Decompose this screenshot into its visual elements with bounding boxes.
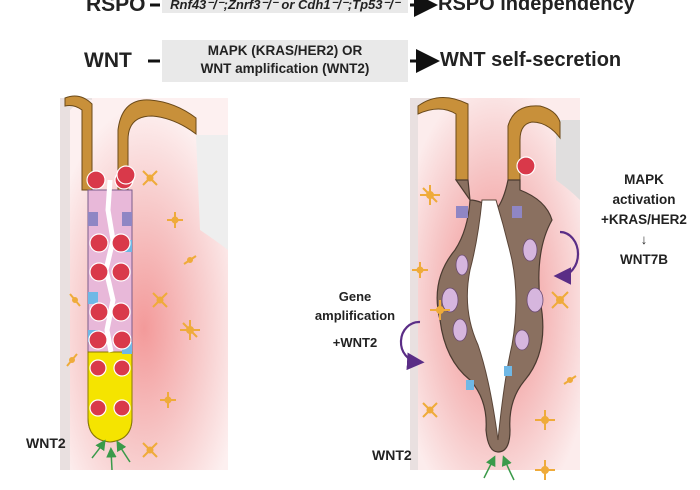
mapk-line3: +KRAS/HER2 — [601, 212, 687, 227]
mapk-activation-label: MAPK activation +KRAS/HER2 ↓ WNT7B — [588, 170, 700, 270]
right-wnt2-label: WNT2 — [372, 447, 412, 463]
wnt-condition-box: MAPK (KRAS/HER2) OR WNT amplification (W… — [162, 40, 408, 82]
tumor-crypt-panel — [399, 97, 580, 481]
wnt-label: WNT — [84, 49, 132, 72]
tumor-ta-cell — [466, 380, 474, 390]
gene-amplification-label: Gene amplification +WNT2 — [300, 287, 410, 352]
left-villus-epithelium — [64, 95, 93, 191]
left-wnt2-label: WNT2 — [26, 435, 66, 451]
rspo-outcome: RSPO independency — [438, 0, 635, 15]
tumor-paneth-cell — [516, 156, 536, 176]
paneth-cells — [86, 165, 136, 417]
mapk-loop-arrow — [553, 230, 580, 285]
tumor-right-villus — [507, 105, 561, 181]
mapk-line4: ↓ — [640, 232, 648, 247]
gene-amp-line1: Gene — [338, 289, 372, 304]
tumor-lumen — [466, 199, 517, 441]
tumor-ta-cell — [504, 366, 512, 376]
normal-crypt-panel — [60, 95, 228, 471]
tumor-goblet — [512, 206, 522, 218]
wnt2-arrows-left — [91, 439, 131, 471]
rspo-label: RSPO — [86, 0, 146, 16]
goblet-cell — [122, 212, 132, 226]
gene-amp-line3: +WNT2 — [332, 335, 378, 350]
fibroblasts — [66, 170, 200, 458]
wnt2-arrows-right — [483, 455, 515, 481]
rspo-condition-box: Rnf43⁻/⁻;Znrf3⁻/⁻ or Cdh1⁻/⁻;Tp53⁻/⁻ — [162, 0, 408, 13]
amplification-loop-arrow — [399, 320, 425, 371]
tumor-fibroblasts — [412, 185, 577, 480]
tumor-left-edge — [410, 98, 442, 470]
wnt-condition-line2: WNT amplification (WNT2) — [200, 61, 370, 76]
mapk-line2: activation — [612, 192, 676, 207]
tumor-lilac-cells — [441, 238, 544, 351]
gene-amp-line2: amplification — [314, 308, 396, 323]
header-arrows — [148, 0, 440, 73]
wnt-condition-line1: MAPK (KRAS/HER2) OR — [207, 43, 363, 58]
wnt-outcome: WNT self-secretion — [440, 49, 622, 71]
rspo-condition-text: Rnf43⁻/⁻;Znrf3⁻/⁻ or Cdh1⁻/⁻;Tp53⁻/⁻ — [170, 0, 400, 12]
right-lumen-edge — [196, 135, 228, 250]
ta-cell — [88, 292, 98, 304]
tumor-goblet — [456, 206, 468, 218]
left-lumen-edge — [60, 98, 92, 470]
mapk-line1: MAPK — [624, 172, 664, 187]
tumor-right-edge — [556, 120, 580, 200]
mapk-line5: WNT7B — [620, 252, 668, 267]
goblet-cell — [88, 212, 98, 226]
